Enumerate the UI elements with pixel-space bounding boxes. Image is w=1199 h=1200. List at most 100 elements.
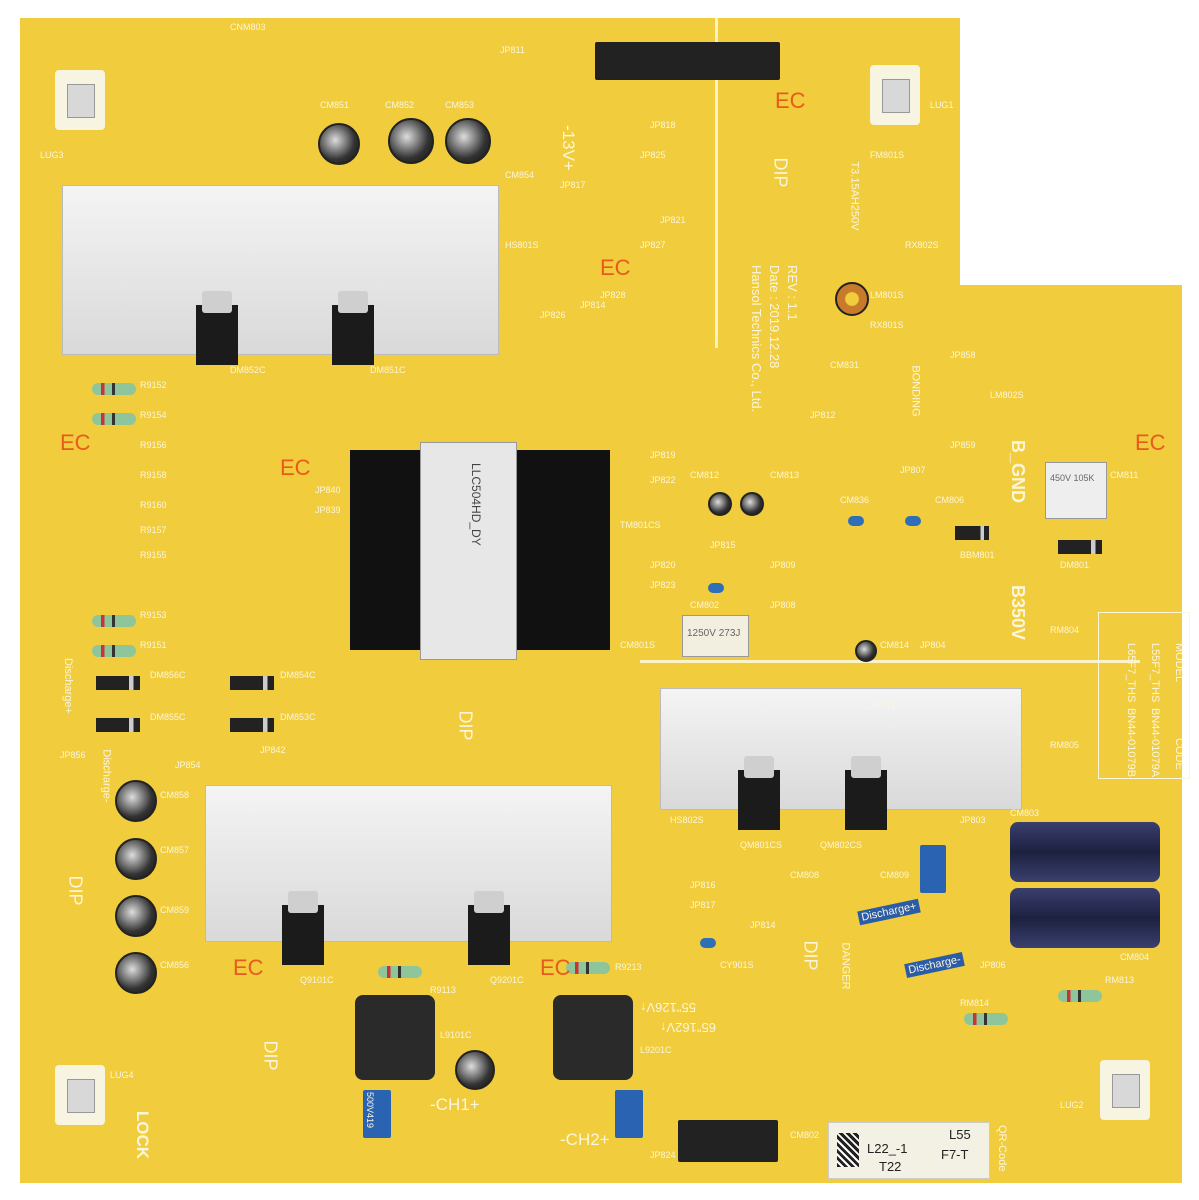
resistor: [1058, 990, 1102, 1002]
reference-designator: JP839: [315, 505, 341, 515]
lock-label: LOCK: [133, 1110, 153, 1160]
reference-designator: CM801S: [620, 640, 656, 650]
x-capacitor-cm802: 1250V 273J: [682, 615, 749, 657]
reference-designator: RX802S: [905, 240, 939, 250]
ec-mark: EC: [233, 955, 264, 980]
reference-designator: JP808: [770, 600, 796, 610]
mosfet: [196, 291, 238, 365]
reference-designator: JP815: [710, 540, 736, 550]
model-header: MODEL: [1173, 643, 1185, 683]
reference-designator: LUG1: [930, 100, 954, 110]
lug-mount-top-right: [870, 65, 920, 125]
ceramic-capacitor: [708, 583, 724, 593]
ec-mark: EC: [1135, 430, 1166, 455]
reference-designator: JP859: [950, 440, 976, 450]
reference-designator: CM859: [160, 905, 190, 915]
heatsink-top-left: [62, 185, 499, 355]
reference-designator: CM856: [160, 960, 190, 970]
discharge-minus-label-left: Discharge-: [100, 749, 113, 803]
reference-designator: JP817: [560, 180, 586, 190]
reference-designator: JP856: [60, 750, 86, 760]
mosfet: [332, 291, 374, 365]
danger-label: DANGER: [839, 942, 852, 990]
toroid-inductor: [835, 282, 869, 316]
b350v-label: B350V: [1008, 585, 1028, 641]
model-row-1: L55F7_THS: [1149, 643, 1161, 703]
diode: [955, 526, 989, 540]
ceramic-capacitor: [905, 516, 921, 526]
reference-designator: JP824: [650, 1150, 676, 1160]
reference-designator: JP825: [640, 150, 666, 160]
reference-designator: DM854C: [280, 670, 316, 680]
reference-designator: R9155: [140, 550, 167, 560]
reference-designator: CM808: [790, 870, 820, 880]
reference-designator: RX801S: [870, 320, 904, 330]
162v-label: 65"162V↑: [660, 1020, 716, 1035]
reference-designator: LM801S: [870, 290, 904, 300]
reference-designator: QM801CS: [740, 840, 783, 850]
reference-designator: CM803: [1010, 808, 1040, 818]
reference-designator: JP806: [980, 960, 1006, 970]
reference-designator: JP826: [540, 310, 566, 320]
transformer-label-plate: LLC504HD_DY: [420, 442, 517, 660]
resistor: [92, 615, 136, 627]
rev-text: REV : 1.1: [785, 265, 800, 321]
diode: [96, 676, 140, 690]
date-text: Date : 2019.12.28: [767, 265, 782, 369]
ec-mark: EC: [60, 430, 91, 455]
reference-designator: BBM801: [960, 550, 995, 560]
b-gnd-label: B_GND: [1008, 440, 1028, 504]
sticker-code-2: T22: [879, 1159, 902, 1174]
diode: [230, 718, 274, 732]
qr-code: [837, 1133, 859, 1167]
reference-designator: JP819: [650, 450, 676, 460]
resistor: [92, 645, 136, 657]
code-header: CODE: [1173, 738, 1185, 770]
isolation-line-2: [640, 660, 1140, 663]
ch2-label: -CH2+: [560, 1130, 610, 1149]
capacitor-cm858: [115, 780, 157, 822]
ec-mark: EC: [540, 955, 571, 980]
reference-designator: RM814: [960, 998, 990, 1008]
reference-designator: JP842: [260, 745, 286, 755]
inductor-l9101c: [355, 995, 435, 1080]
reference-designator: TM801CS: [620, 520, 661, 530]
reference-designator: CM811: [1110, 470, 1139, 480]
ec-mark: EC: [775, 88, 806, 113]
qr-sticker: L22_-1 T22 L55 F7-T: [828, 1122, 990, 1179]
capacitor-cm859: [115, 895, 157, 937]
capacitor-cm851: [318, 123, 360, 165]
reference-designator: R9158: [140, 470, 167, 480]
reference-designator: CM836: [840, 495, 870, 505]
capacitor-cm853: [445, 118, 491, 164]
resistor: [92, 413, 136, 425]
dip-label: DIP: [260, 1040, 281, 1071]
reference-designator: L9201C: [640, 1045, 672, 1055]
model-row-2: L65F7_THS: [1125, 643, 1137, 703]
capacitor-small: [455, 1050, 495, 1090]
reference-designator: RM804: [1050, 625, 1080, 635]
reference-designator: CM858: [160, 790, 190, 800]
inductor-l9201c: [553, 995, 633, 1080]
discharge-plus-label-left: Discharge+: [61, 658, 74, 714]
dip-label: DIP: [800, 940, 821, 971]
reference-designator: LUG4: [110, 1070, 134, 1080]
reference-designator: JP827: [640, 240, 666, 250]
reference-designator: JP814: [750, 920, 776, 930]
connector-cn802: [678, 1120, 778, 1162]
lug-mount-bottom-right: [1100, 1060, 1150, 1120]
reference-designator: CM813: [770, 470, 800, 480]
mosfet: [282, 891, 324, 965]
filter-capacitor: [615, 1090, 643, 1138]
reference-designator: FM801S: [870, 150, 905, 160]
reference-designator: DM856C: [150, 670, 186, 680]
resistor: [92, 383, 136, 395]
capacitor-cm804: [1010, 888, 1160, 948]
reference-designator: JP820: [650, 560, 676, 570]
reference-designator: JP858: [950, 350, 976, 360]
reference-designator: JP840: [315, 485, 341, 495]
filter-capacitor: [363, 1090, 391, 1138]
board-cutout: [960, 18, 1182, 308]
reference-designator: CNM803: [230, 22, 266, 32]
reference-designator: R9154: [140, 410, 167, 420]
